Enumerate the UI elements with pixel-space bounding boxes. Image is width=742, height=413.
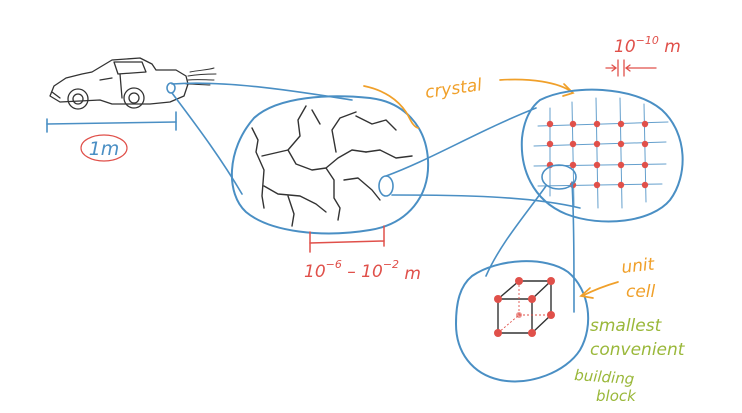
lattice-atom [641,181,649,189]
lattice-atom [641,120,649,128]
car-zoom-spot [166,82,176,94]
crystal-arrows [363,78,575,129]
lattice-atom [641,161,649,169]
grain-boundaries [251,105,413,227]
grain-zoom-spot [378,175,394,197]
polycrystal-blob [230,95,430,235]
one-meter-circle [80,134,128,162]
lattice-spacing-label: 10−10 m [614,34,681,57]
desc-line4: block [596,387,637,405]
desc-line3: building [574,366,635,388]
unit-cell-cube [497,280,552,334]
lattice-atom [593,181,601,189]
lattice-atom [546,140,554,148]
unit-cell-blob [454,260,590,383]
lattice-lines [533,97,669,209]
lattice-atom [593,140,601,148]
lattice-atom [593,161,601,169]
lattice-atom [546,120,554,128]
lattice-atom [617,161,625,169]
lattice-atom [569,161,577,169]
car-scale-bar [46,111,177,133]
zoom-lines-car [171,82,353,195]
desc-line2: convenient [590,340,686,360]
unit-cell-zoom-spot [541,164,577,190]
lattice-atom [617,120,625,128]
lattice-atom [617,140,625,148]
lattice-blob [520,88,684,223]
zoom-lines-grain [385,107,581,209]
grain-scale-bar [309,225,385,253]
lattice-atom [569,140,577,148]
lattice-atom [641,140,649,148]
lattice-atom [617,181,625,189]
unit-cell-arrow [579,281,619,299]
grain-size-label: 10−6 – 10−2 m [304,258,421,284]
unit-cell-label-line2: cell [626,282,656,302]
desc-line1: smallest [590,316,663,336]
zoom-lines-lattice [485,181,575,313]
one-meter-label: 1m [89,138,120,160]
unit-cell-hidden-edges [497,281,551,334]
lattice-scale [605,59,657,77]
lattice-atom [593,120,601,128]
lattice-atoms [546,120,649,189]
unit-cell-atoms [494,277,555,337]
unit-cell-label-line1: unit [620,254,656,277]
lattice-atom [569,120,577,128]
crystal-label: crystal [424,75,484,103]
